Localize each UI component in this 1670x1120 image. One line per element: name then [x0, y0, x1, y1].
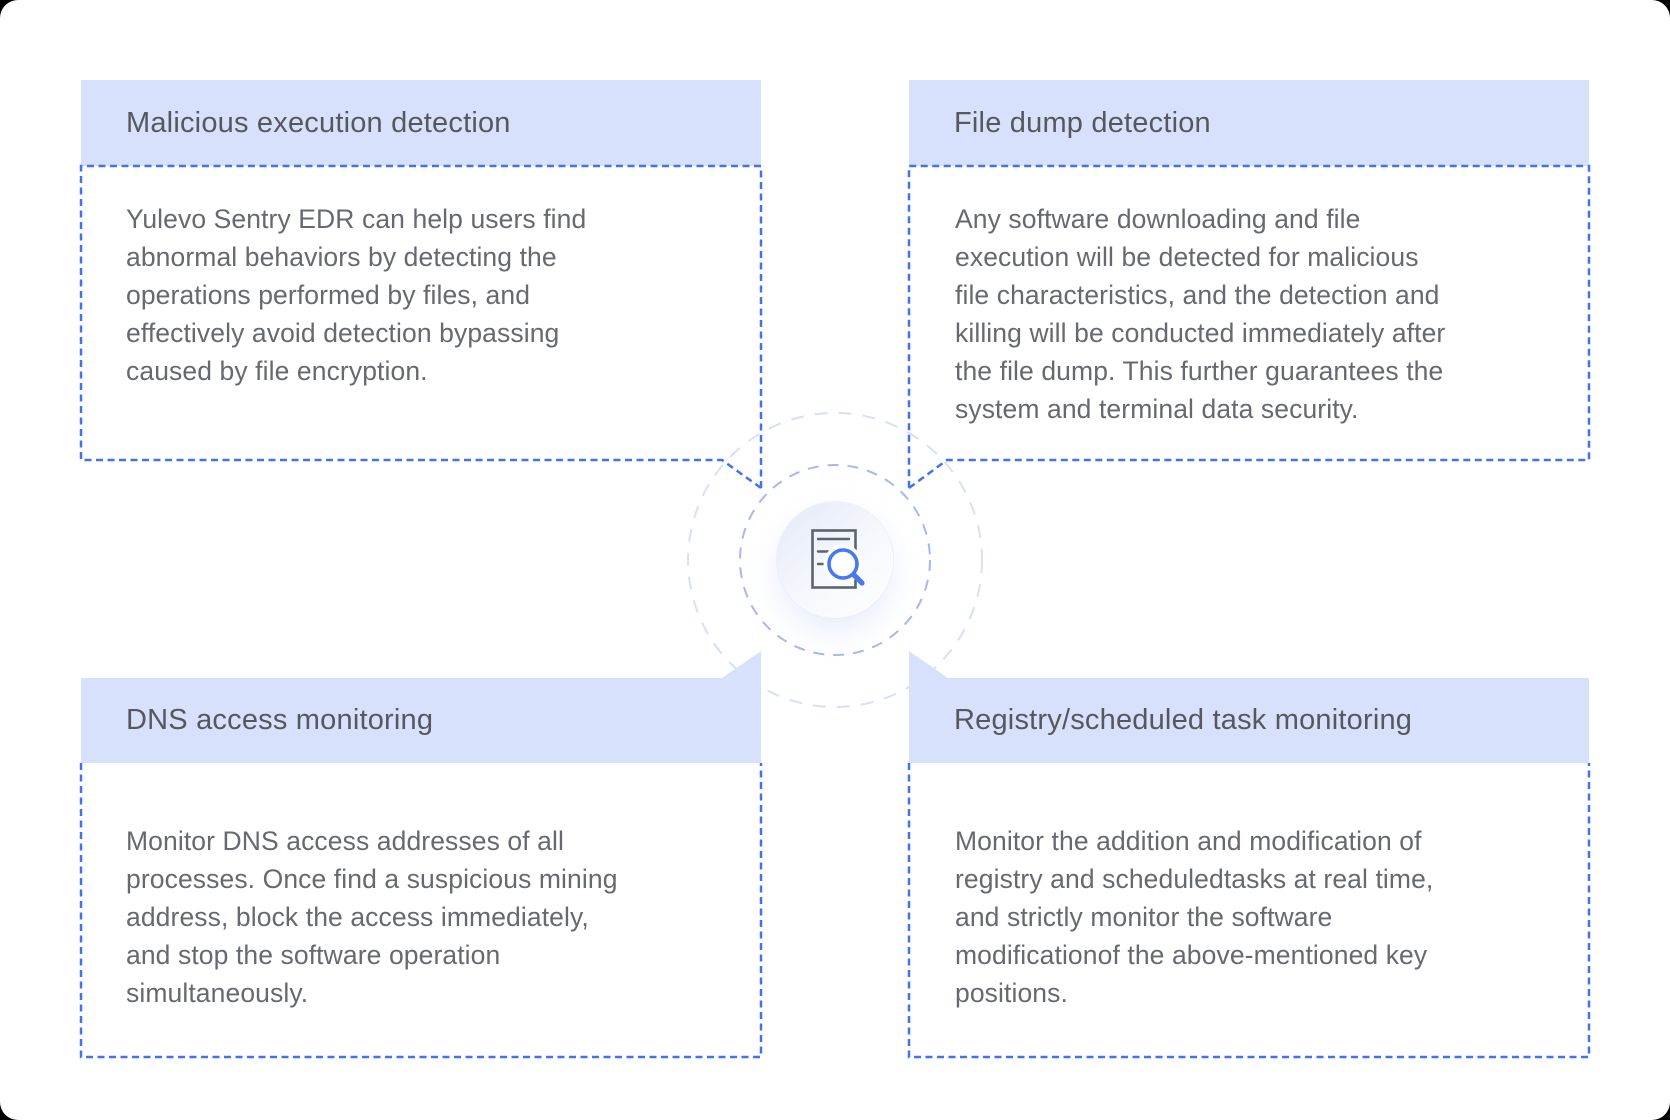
card-header-registry-scheduled-task-monitoring: Registry/scheduled task monitoring — [909, 651, 1589, 763]
card-header-malicious-execution-detection: Malicious execution detection — [81, 80, 761, 166]
dashed-border-bottom-right — [907, 763, 1591, 1059]
card-body: Monitor DNS access addresses of all proc… — [126, 826, 618, 1008]
card-header-dns-access-monitoring: DNS access monitoring — [81, 651, 761, 763]
dashed-border-top-left — [79, 164, 763, 491]
card-body: Any software downloading and file execut… — [955, 204, 1446, 424]
dashed-border-bottom-left — [79, 763, 763, 1059]
dashed-border-top-right — [907, 164, 1591, 491]
document-search-icon — [811, 529, 865, 589]
card-title: Malicious execution detection — [126, 107, 511, 139]
card-title: DNS access monitoring — [126, 704, 434, 736]
card-title: Registry/scheduled task monitoring — [954, 704, 1413, 736]
card-header-file-dump-detection: File dump detection — [909, 80, 1589, 166]
card-body: Yulevo Sentry EDR can help users find ab… — [126, 204, 587, 386]
card-title: File dump detection — [954, 107, 1211, 139]
card-body: Monitor the addition and modification of… — [955, 826, 1434, 1008]
concentric-dashed-rings — [687, 412, 983, 708]
